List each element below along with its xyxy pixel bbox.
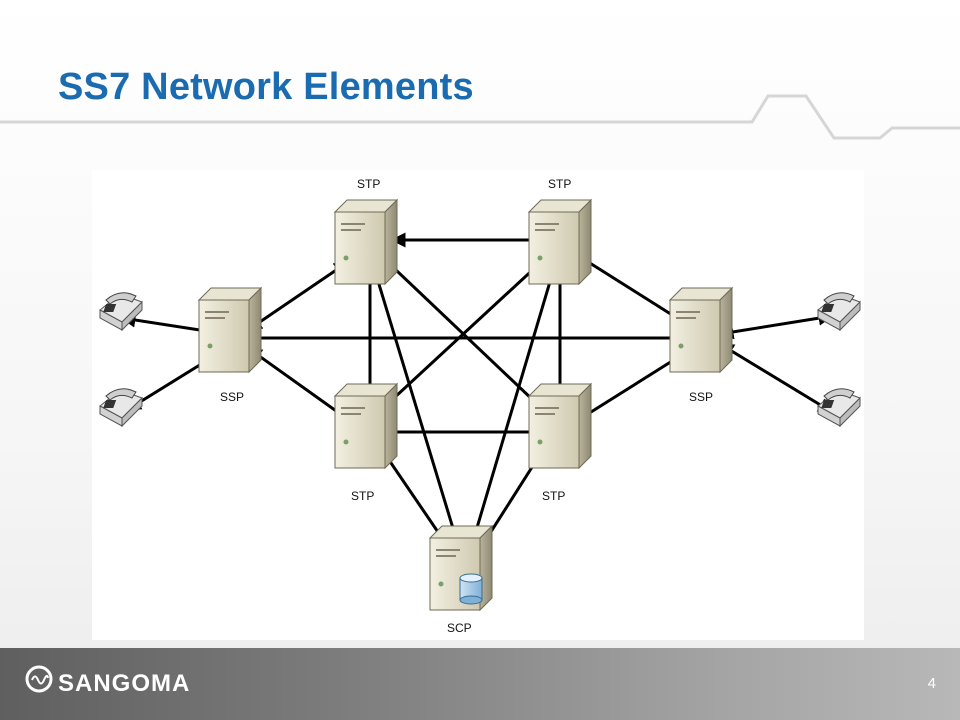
telephone-icon: [817, 292, 861, 331]
stp-server-bottom-left-icon: [334, 383, 398, 469]
telephone-icon: [99, 292, 143, 331]
link-stp-cross-1: [375, 250, 556, 422]
ssp-server-left-icon: [198, 287, 262, 373]
stp-server-bottom-right-icon: [528, 383, 592, 469]
scp-label: SCP: [447, 621, 472, 635]
ssp-server-right-icon: [669, 287, 733, 373]
stp-bottom-right-label: STP: [542, 489, 565, 503]
brand-name: SANGOMA: [58, 670, 191, 697]
link-phone-ssp-right-1: [718, 310, 834, 340]
page-title: SS7 Network Elements: [58, 66, 474, 108]
stp-top-left-label: STP: [357, 177, 380, 191]
sangoma-logo-icon: [25, 665, 53, 693]
link-phone-ssp-right-2: [718, 342, 834, 414]
database-icon: [459, 573, 483, 605]
stp-server-top-right-icon: [528, 199, 592, 285]
ssp-left-label: SSP: [220, 390, 244, 404]
scp-server-icon: [429, 525, 493, 611]
header-decoration-line: [0, 94, 960, 140]
stp-top-right-label: STP: [548, 177, 571, 191]
telephone-icon: [99, 388, 143, 427]
stp-bottom-left-label: STP: [351, 489, 374, 503]
footer-bar: [0, 648, 960, 720]
diagram-canvas: STP STP SSP SSP STP STP SCP: [92, 170, 864, 640]
ssp-right-label: SSP: [689, 390, 713, 404]
page-number: 4: [927, 675, 936, 692]
ss7-network-diagram: STP STP SSP SSP STP STP SCP: [99, 177, 861, 635]
link-ssp-left-stp-top: [246, 260, 350, 332]
telephone-icon: [817, 388, 861, 427]
stp-server-top-left-icon: [334, 199, 398, 285]
